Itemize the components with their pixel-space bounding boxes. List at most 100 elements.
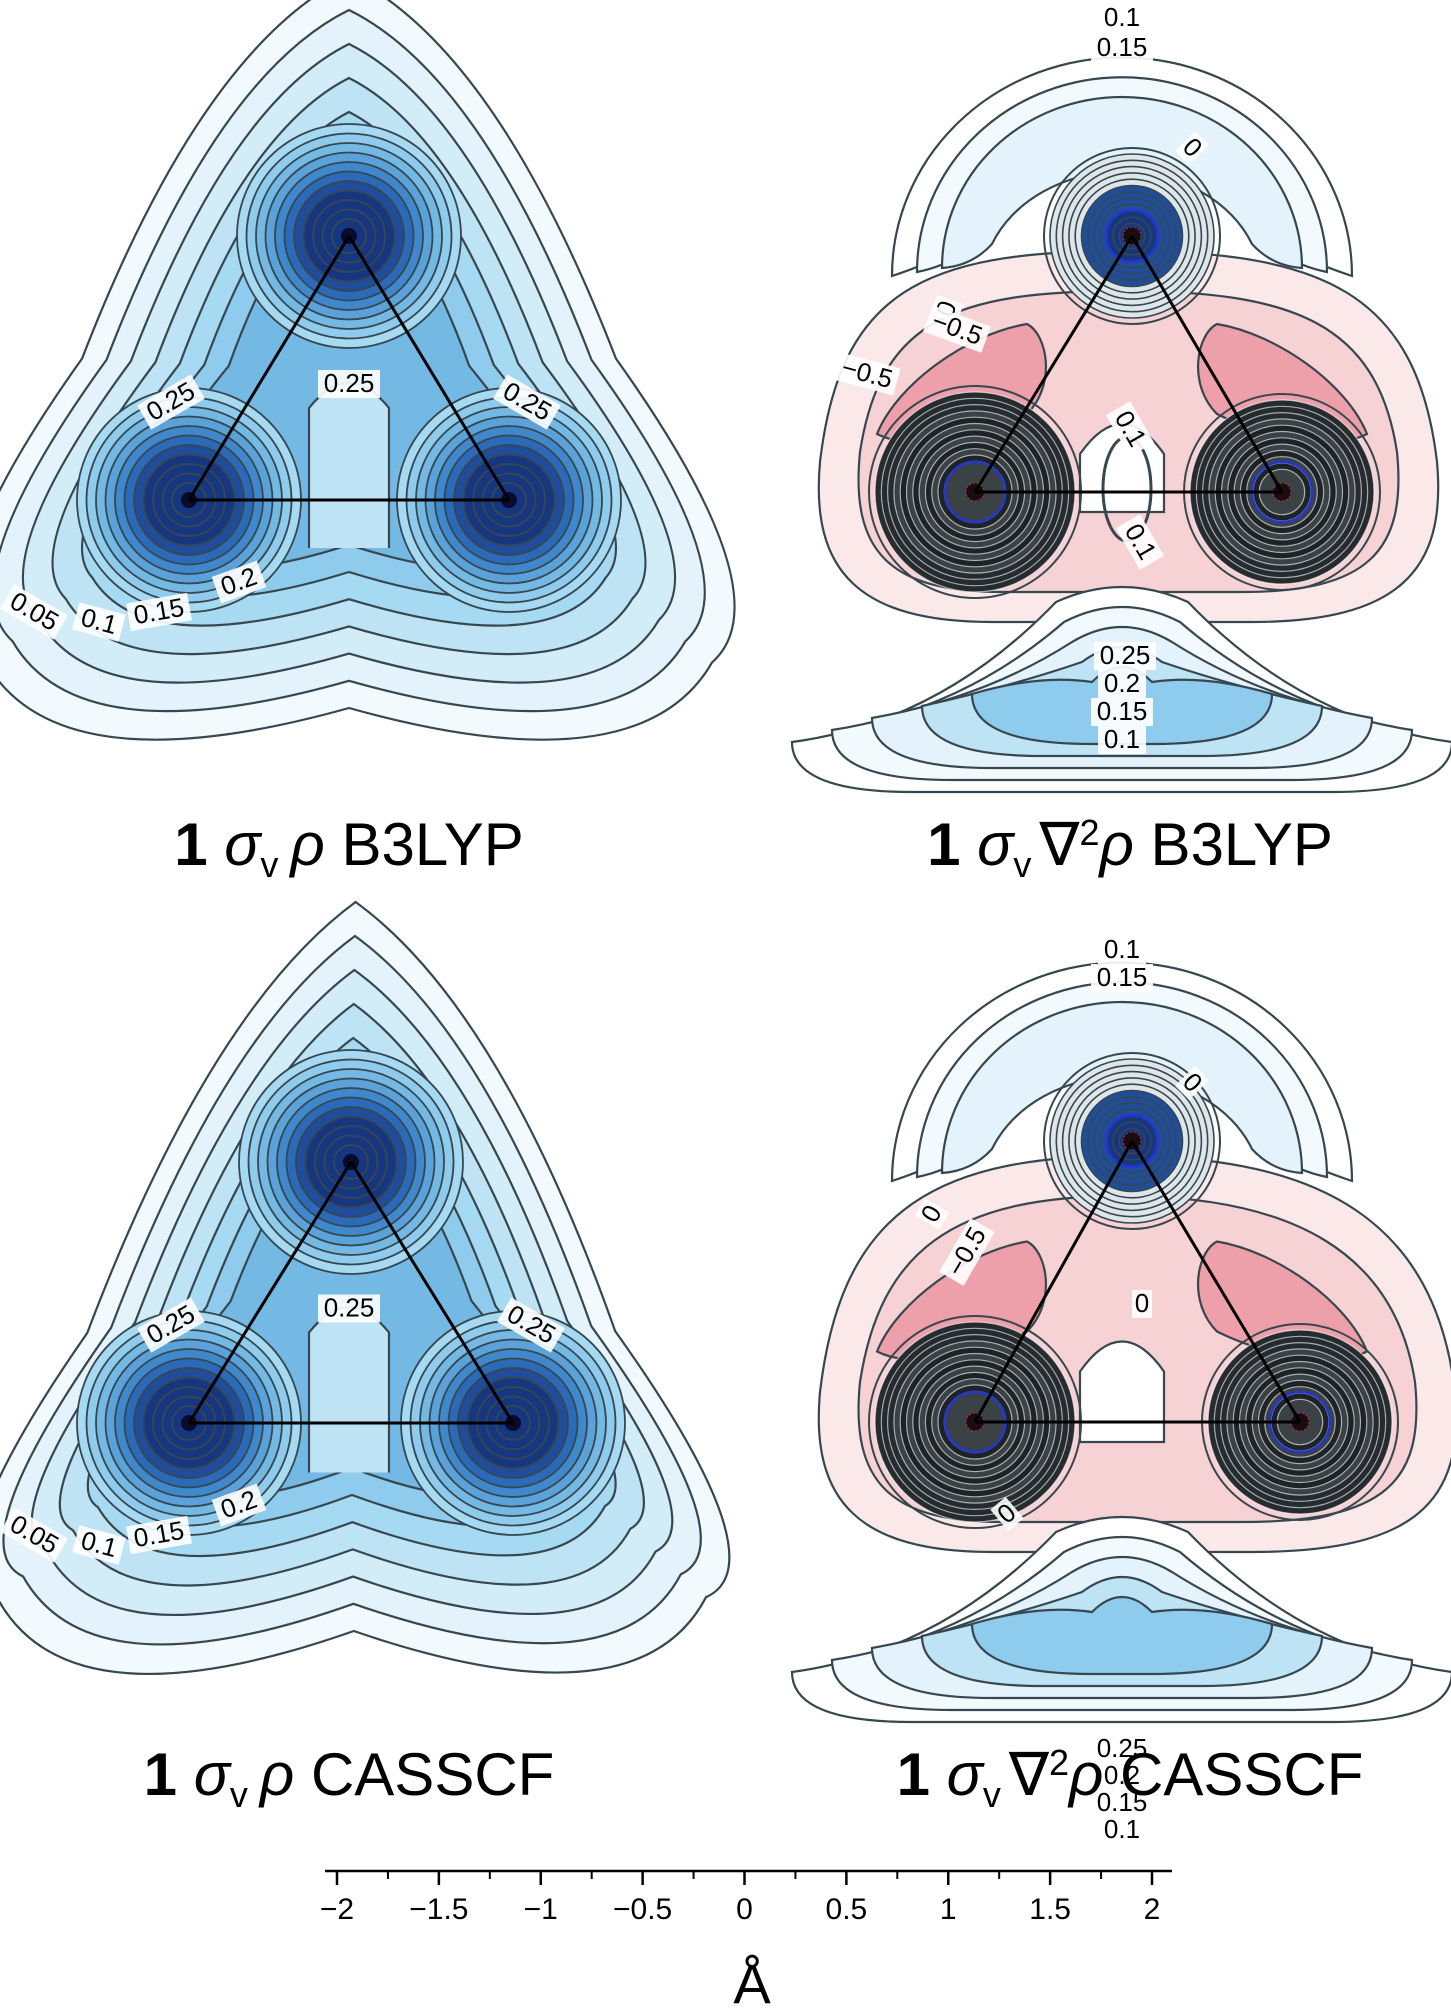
caption-subscript: v: [230, 1774, 248, 1815]
contour-label: 0.25: [324, 1293, 375, 1323]
bond-line: [187, 235, 351, 501]
density-saddle: [307, 1306, 391, 1473]
contour-label-bg: [126, 1515, 192, 1555]
caption-index: 1: [897, 1741, 930, 1808]
contour-label-bg: [1091, 34, 1153, 62]
contour-label-bg: [1098, 1816, 1146, 1844]
contour-label-bg: [1098, 726, 1146, 754]
caption-method: CASSCF: [1120, 1741, 1363, 1808]
caption-index: 1: [174, 811, 207, 878]
caption-method: B3LYP: [1151, 811, 1333, 878]
bond-line: [1130, 1140, 1302, 1423]
scale-tick-label: −0.5: [613, 1893, 672, 1926]
caption-space: [1103, 1741, 1120, 1808]
contour-label-bg: [493, 374, 561, 430]
contour-label-bg: [1098, 4, 1146, 32]
laplacian-top-arc: [940, 1000, 1304, 1175]
contour-label: 0.2: [1104, 1760, 1140, 1790]
caption-operator: ρ: [258, 1741, 294, 1808]
scale-tick-label: 0: [736, 1893, 753, 1926]
caption-subscript: v: [260, 844, 278, 885]
laplacian-bottom-contour: [970, 1596, 1274, 1676]
caption-method: CASSCF: [311, 1741, 554, 1808]
caption-space: [325, 811, 342, 878]
contour-label-bg: [923, 305, 991, 353]
scale-tick-label: 1.5: [1029, 1893, 1071, 1926]
bond-line: [349, 1161, 515, 1424]
contour-label: 0.1: [1104, 934, 1140, 964]
caption-operator: ∇: [1038, 811, 1080, 878]
caption-superscript: 2: [1079, 812, 1099, 853]
panel-caption: 1 σv∇2ρ CASSCF: [897, 1741, 1364, 1815]
bond-line: [187, 1161, 353, 1424]
caption-space: [960, 811, 977, 878]
contour-label-bg: [1091, 698, 1153, 726]
contour-label-bg: [990, 1496, 1024, 1532]
contour-label-bg: [126, 592, 192, 632]
contour-label-bg: [833, 352, 901, 396]
contour-label-bg: [72, 602, 126, 642]
caption-subscript: v: [983, 1774, 1001, 1815]
contour-label: 0.15: [1097, 962, 1148, 992]
contour-label-bg: [497, 1297, 565, 1353]
density-saddle: [307, 382, 391, 548]
contour-label: 0.15: [1097, 32, 1148, 62]
contour-label-bg: [0, 1507, 68, 1563]
contour-label-bg: [137, 374, 205, 430]
contour-label: 0.1: [1104, 724, 1140, 754]
scale-tick-label: −2: [320, 1893, 354, 1926]
caption-symbol: σ: [977, 811, 1016, 878]
scale-tick-label: 1: [940, 1893, 957, 1926]
contour-label-bg: [914, 1198, 950, 1230]
atom-outer-contour: [1043, 1052, 1221, 1230]
contour-label-bg: [1091, 1735, 1153, 1763]
contour-label-bg: [211, 560, 267, 604]
caption-space: [1134, 811, 1151, 878]
contour-label: 0.1: [1104, 2, 1140, 32]
contour-label: 0.25: [1100, 640, 1151, 670]
contour-label-bg: [137, 1297, 205, 1353]
contour-label: 0.25: [1097, 1733, 1148, 1763]
contour-label-bg: [318, 1294, 380, 1323]
contour-label-bg: [72, 1525, 126, 1565]
contour-label: 0.15: [1097, 1787, 1148, 1817]
atom-core-ring: [1104, 1113, 1160, 1169]
bond-line: [347, 235, 511, 501]
caption-superscript: 2: [1049, 1742, 1069, 1783]
bond-line: [973, 235, 1134, 493]
scale-tick-label: 2: [1144, 1893, 1161, 1926]
caption-symbol: σ: [194, 1741, 233, 1808]
bond-line: [1130, 235, 1284, 493]
contour-label-bg: [939, 1218, 995, 1286]
contour-label-bg: [1105, 401, 1155, 457]
caption-space: [294, 1741, 311, 1808]
contour-label-bg: [1175, 131, 1209, 165]
atom-outer-contour: [1043, 147, 1221, 325]
contour-label: 0.2: [1104, 668, 1140, 698]
contour-label-bg: [1091, 1789, 1153, 1817]
contour-label-bg: [211, 1483, 267, 1527]
caption-space: [177, 1741, 194, 1808]
bond-line: [973, 1140, 1134, 1423]
caption-space: [208, 811, 225, 878]
contour-label-bg: [1094, 642, 1156, 670]
caption-operator-2: ρ: [1067, 1741, 1103, 1808]
contour-label-bg: [1175, 1066, 1209, 1100]
caption-index: 1: [927, 811, 960, 878]
contour-label: 0.25: [324, 368, 375, 398]
caption-operator: ∇: [1008, 1741, 1050, 1808]
contour-label-bg: [318, 370, 380, 398]
panel-caption: 1 σv∇2ρ B3LYP: [927, 811, 1333, 885]
scale-axis-unit: Å: [733, 1952, 771, 2009]
contour-label-bg: [1098, 1762, 1146, 1790]
caption-index: 1: [144, 1741, 177, 1808]
scale-tick-label: 0.5: [826, 1893, 868, 1926]
contour-label-bg: [1098, 670, 1146, 698]
contour-label-bg: [0, 584, 68, 640]
caption-symbol: σ: [224, 811, 263, 878]
